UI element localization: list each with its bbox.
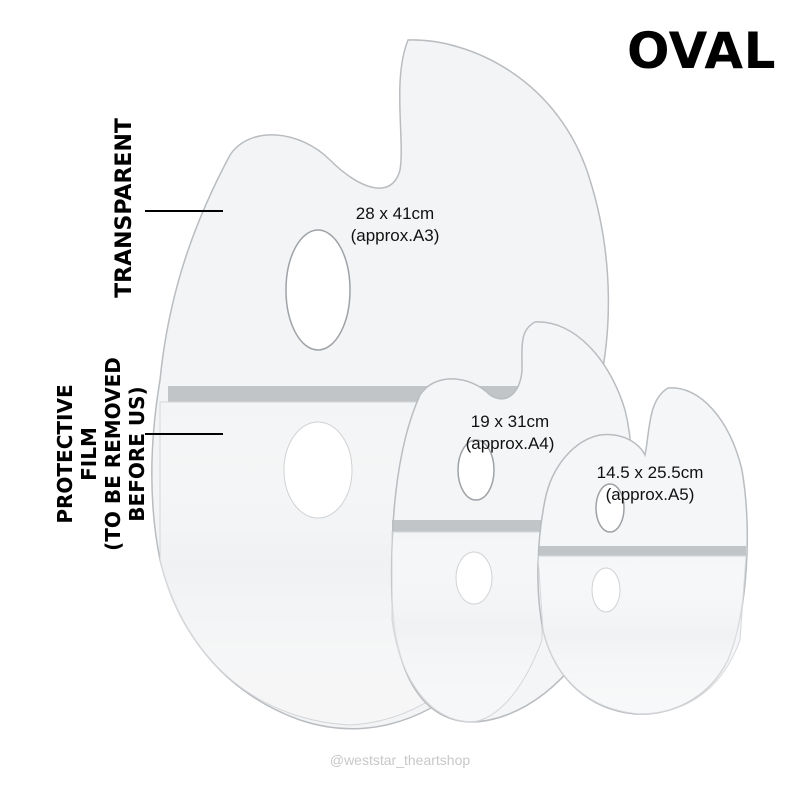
size-label-medium: 19 x 31cm (approx.A4) xyxy=(440,411,580,455)
size-label-small: 14.5 x 25.5cm (approx.A5) xyxy=(575,462,725,506)
leader-line-protective-film xyxy=(145,433,223,435)
size-label-large: 28 x 41cm (approx.A3) xyxy=(320,203,470,247)
palette-small-thumb-hole xyxy=(595,483,625,533)
size-small-approx: (approx.A5) xyxy=(605,485,695,504)
palette-medium-film xyxy=(391,531,543,723)
palette-small xyxy=(537,387,749,715)
palette-medium-film-band xyxy=(392,520,542,532)
watermark: @weststar_theartshop xyxy=(329,752,471,768)
palette-small-film xyxy=(537,555,747,715)
label-protective-film: PROTECTIVE FILM (TO BE REMOVED BEFORE US… xyxy=(53,357,149,551)
palette-large-film-hole xyxy=(283,421,353,519)
palette-small-film-band xyxy=(538,546,746,556)
palette-medium-thumb-hole xyxy=(457,439,495,501)
size-medium-approx: (approx.A4) xyxy=(465,434,555,453)
palette-medium-film-hole xyxy=(455,551,493,605)
leader-line-transparent xyxy=(145,210,223,212)
size-large-approx: (approx.A3) xyxy=(350,226,440,245)
palette-small-film-hole xyxy=(591,567,621,613)
palette-large-thumb-hole xyxy=(285,229,351,351)
heading-oval: OVAL xyxy=(626,22,776,80)
size-small-dimensions: 14.5 x 25.5cm xyxy=(596,463,704,482)
size-medium-dimensions: 19 x 31cm xyxy=(470,412,550,431)
size-large-dimensions: 28 x 41cm xyxy=(355,204,435,223)
